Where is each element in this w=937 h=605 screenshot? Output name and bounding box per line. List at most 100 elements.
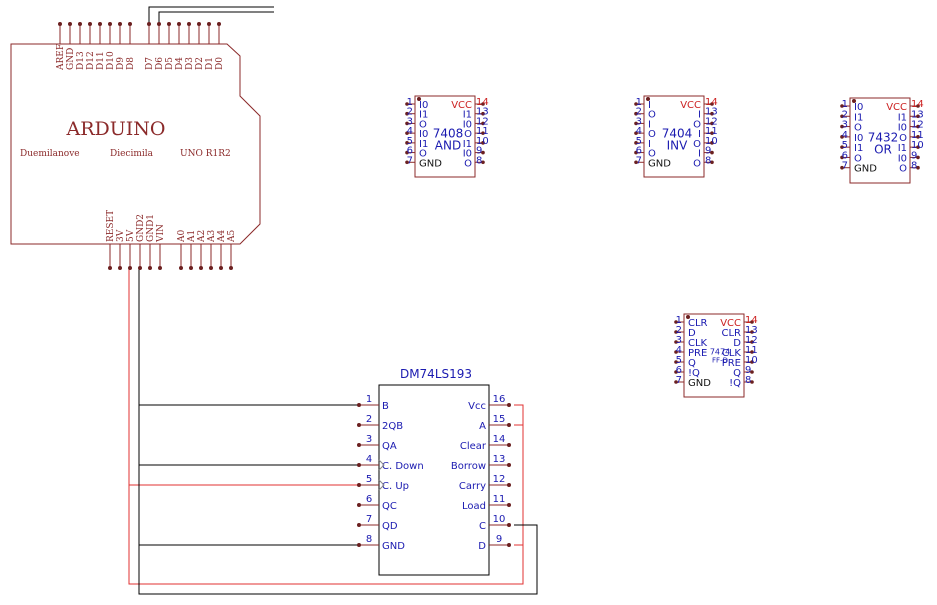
counter-right-pin-dot[interactable] <box>507 463 511 467</box>
chip-right-pin-dot[interactable] <box>750 340 754 344</box>
chip-left-pin-dot[interactable] <box>674 380 678 384</box>
chip-right-pin-dot[interactable] <box>750 320 754 324</box>
chip-right-pin-dot[interactable] <box>481 141 485 145</box>
arduino-top-pin-dot[interactable] <box>217 22 221 26</box>
counter-right-pin-dot[interactable] <box>507 483 511 487</box>
chip-right-pin-dot[interactable] <box>750 360 754 364</box>
chip-left-pin-dot[interactable] <box>674 350 678 354</box>
arduino-top-pin-dot[interactable] <box>78 22 82 26</box>
counter-right-pin-dot[interactable] <box>507 543 511 547</box>
chip-right-pin-dot[interactable] <box>916 104 920 108</box>
chip-right-pin-dot[interactable] <box>750 330 754 334</box>
counter-right-pin-dot[interactable] <box>507 423 511 427</box>
arduino-board[interactable]: ARDUINO Duemilanove Diecimila UNO R1R2 A… <box>10 22 261 270</box>
chip-left-pin-dot[interactable] <box>405 121 409 126</box>
chip-left-pin-dot[interactable] <box>840 145 844 149</box>
wire-gnd[interactable] <box>138 268 538 595</box>
arduino-bottom-pin-dot[interactable] <box>199 266 203 270</box>
wire-5v-vcc[interactable] <box>514 404 524 545</box>
wire-d7[interactable] <box>148 6 274 24</box>
arduino-bottom-pin-dot[interactable] <box>229 266 233 270</box>
arduino-bottom-pin-dot[interactable] <box>189 266 193 270</box>
arduino-bottom-pin-dot[interactable] <box>138 266 142 270</box>
chip-right-pin-dot[interactable] <box>916 135 920 139</box>
chip-left-pin-dot[interactable] <box>840 155 844 160</box>
wire-d6[interactable] <box>158 11 274 24</box>
arduino-top-pin-dot[interactable] <box>167 22 171 26</box>
chip-left-pin-dot[interactable] <box>840 124 844 129</box>
chip-left-pin-dot[interactable] <box>674 370 678 374</box>
chip-right-pin-dot[interactable] <box>916 155 920 160</box>
counter-left-pin-dot[interactable] <box>357 423 361 427</box>
chip-left-pin-dot[interactable] <box>634 121 638 126</box>
arduino-bottom-pin-dot[interactable] <box>108 266 112 270</box>
chip-right-pin-dot[interactable] <box>481 150 485 155</box>
arduino-bottom-pin-dot[interactable] <box>128 266 132 270</box>
counter-left-pin-dot[interactable] <box>357 443 361 447</box>
chip-right-pin-dot[interactable] <box>916 114 920 119</box>
counter-left-pin-dot[interactable] <box>357 503 361 507</box>
chip-left-pin-dot[interactable] <box>674 340 678 344</box>
counter-right-pin-dot[interactable] <box>507 523 511 527</box>
chip-right-pin-dot[interactable] <box>710 150 714 155</box>
chip-left-pin-dot[interactable] <box>405 131 409 135</box>
arduino-top-pin-dot[interactable] <box>108 22 112 26</box>
chip-right-pin-dot[interactable] <box>710 141 714 145</box>
arduino-top-pin-dot[interactable] <box>187 22 191 26</box>
chip-right-pin-dot[interactable] <box>750 350 754 354</box>
chip-left-pin-dot[interactable] <box>674 320 678 324</box>
chip-left-pin-dot[interactable] <box>674 360 678 364</box>
chip-right-pin-dot[interactable] <box>710 121 714 126</box>
wire-5v[interactable] <box>128 268 524 585</box>
chip-left-pin-dot[interactable] <box>405 150 409 155</box>
chip-right-pin-dot[interactable] <box>481 160 485 165</box>
arduino-top-pin-dot[interactable] <box>88 22 92 26</box>
chip-left-pin-dot[interactable] <box>405 111 409 116</box>
chip-right-pin-dot[interactable] <box>750 370 754 374</box>
chip-right-pin-dot[interactable] <box>710 131 714 135</box>
chip-right-pin-dot[interactable] <box>481 131 485 135</box>
arduino-bottom-pin-dot[interactable] <box>158 266 162 270</box>
counter-right-pin-dot[interactable] <box>507 443 511 447</box>
chip-left-pin-dot[interactable] <box>405 102 409 106</box>
counter-left-pin-dot[interactable] <box>357 523 361 527</box>
arduino-top-pin-dot[interactable] <box>207 22 211 26</box>
arduino-top-pin-dot[interactable] <box>157 22 161 26</box>
arduino-bottom-pin-dot[interactable] <box>148 266 152 270</box>
chip-left-pin-dot[interactable] <box>634 141 638 145</box>
arduino-top-pin-dot[interactable] <box>177 22 181 26</box>
arduino-top-pin-dot[interactable] <box>58 22 62 26</box>
chip-right-pin-dot[interactable] <box>710 111 714 116</box>
arduino-bottom-pin-dot[interactable] <box>118 266 122 270</box>
counter-left-pin-dot[interactable] <box>357 483 361 487</box>
chip-right-pin-dot[interactable] <box>916 124 920 129</box>
chip-left-pin-dot[interactable] <box>405 141 409 145</box>
arduino-top-pin-dot[interactable] <box>68 22 72 26</box>
chip-left-pin-dot[interactable] <box>634 102 638 106</box>
counter-left-pin-dot[interactable] <box>357 403 361 407</box>
chip-left-pin-dot[interactable] <box>840 104 844 108</box>
arduino-bottom-pin-dot[interactable] <box>219 266 223 270</box>
chip-left-pin-dot[interactable] <box>634 150 638 155</box>
chip-left-pin-dot[interactable] <box>634 111 638 116</box>
arduino-top-pin-dot[interactable] <box>98 22 102 26</box>
chip-left-pin-dot[interactable] <box>405 160 409 165</box>
counter-right-pin-dot[interactable] <box>507 403 511 407</box>
arduino-top-pin-dot[interactable] <box>197 22 201 26</box>
counter-right-pin-dot[interactable] <box>507 503 511 507</box>
chip-right-pin-dot[interactable] <box>750 380 754 384</box>
chip-right-pin-dot[interactable] <box>481 111 485 116</box>
chip-left-pin-dot[interactable] <box>840 135 844 139</box>
arduino-top-pin-dot[interactable] <box>118 22 122 26</box>
arduino-top-pin-dot[interactable] <box>147 22 151 26</box>
chip-left-pin-dot[interactable] <box>634 160 638 165</box>
arduino-bottom-pin-dot[interactable] <box>209 266 213 270</box>
chip-right-pin-dot[interactable] <box>481 102 485 106</box>
chip-left-pin-dot[interactable] <box>634 131 638 135</box>
chip-right-pin-dot[interactable] <box>916 165 920 170</box>
